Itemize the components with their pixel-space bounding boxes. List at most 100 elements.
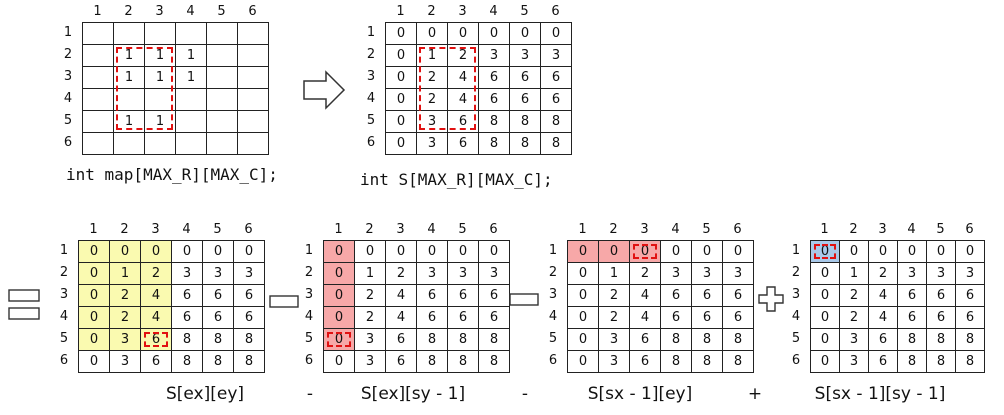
- s-grid-cell: 0: [385, 88, 417, 111]
- s-grid-row-header: 1: [366, 25, 376, 40]
- map-grid-cell: [82, 132, 114, 155]
- grid-s-ex-ey-cell: 8: [171, 328, 203, 351]
- map-grid-cell: [82, 66, 114, 89]
- grid-s-ex-ey-cell: 0: [78, 306, 110, 329]
- s-grid-cell: 0: [385, 22, 417, 45]
- grid-s-ex-sy-minus-1-col-header: 1: [334, 222, 343, 237]
- grid-s-sx-minus-1-sy-minus-1-row-header: 5: [791, 331, 801, 346]
- grid-s-ex-sy-minus-1-cell: 1: [354, 262, 386, 285]
- s-grid-cell: 8: [540, 132, 572, 155]
- minus-icon-1: [269, 295, 299, 308]
- grid-s-ex-sy-minus-1-cell: 0: [447, 240, 479, 263]
- grid-s-ex-ey-cell: 8: [202, 328, 234, 351]
- map-grid-col-header: 4: [186, 4, 195, 19]
- grid-s-sx-minus-1-sy-minus-1-cell: 6: [868, 328, 898, 351]
- s-grid-cell: 3: [540, 44, 572, 67]
- map-grid-cell: [82, 88, 114, 111]
- grid-s-sx-minus-1-ey-cell: 8: [691, 328, 723, 351]
- grid-s-ex-sy-minus-1-cell: 8: [478, 350, 510, 373]
- grid-s-sx-minus-1-sy-minus-1-col-header: 1: [820, 222, 829, 237]
- grid-s-sx-minus-1-ey-col-header: 3: [640, 222, 649, 237]
- grid-s-sx-minus-1-sy-minus-1-cell: 6: [897, 306, 927, 329]
- grid-s-ex-sy-minus-1-cell: 0: [416, 240, 448, 263]
- s-grid-cell: 0: [509, 22, 541, 45]
- grid-s-ex-sy-minus-1-cell: 6: [447, 306, 479, 329]
- grid-s-ex-sy-minus-1-cell: 0: [323, 284, 355, 307]
- grid-s-ex-sy-minus-1-cell: 6: [385, 328, 417, 351]
- grid-s-ex-sy-minus-1-row-header: 1: [304, 243, 314, 258]
- grid-s-ex-sy-minus-1-cell: 4: [385, 284, 417, 307]
- s-grid-cell: 0: [385, 66, 417, 89]
- grid-s-sx-minus-1-sy-minus-1-cell: 0: [839, 240, 869, 263]
- grid-s-ex-sy-minus-1-col-header: 6: [489, 222, 498, 237]
- grid-s-ex-sy-minus-1-cell: 0: [478, 240, 510, 263]
- grid-s-ex-ey-cell: 3: [109, 328, 141, 351]
- grid-s-ex-ey-col-header: 2: [120, 222, 129, 237]
- grid-s-sx-minus-1-ey-cell: 6: [722, 306, 754, 329]
- map-grid-cell: [82, 110, 114, 133]
- grid-s-ex-sy-minus-1-cell: 3: [354, 350, 386, 373]
- grid-s-sx-minus-1-sy-minus-1-col-header: 2: [849, 222, 858, 237]
- grid-s-ex-ey-cell: 0: [78, 350, 110, 373]
- grid-s-ex-ey-cell: 0: [78, 328, 110, 351]
- map-grid-col-header: 5: [217, 4, 226, 19]
- grid-s-sx-minus-1-sy-minus-1-cell: 0: [810, 328, 840, 351]
- grid-s-sx-minus-1-ey-cell: 0: [660, 240, 692, 263]
- grid-s-ex-ey-cell: 0: [78, 262, 110, 285]
- grid-s-ex-ey-cell: 0: [202, 240, 234, 263]
- grid-s-ex-ey-cell: 8: [233, 350, 265, 373]
- grid-s-sx-minus-1-sy-minus-1-col-header: 4: [907, 222, 916, 237]
- grid-s-sx-minus-1-ey-col-header: 6: [733, 222, 742, 237]
- map-grid-cell: 1: [175, 66, 207, 89]
- grid-s-ex-sy-minus-1-cell: 0: [385, 240, 417, 263]
- grid-s-sx-minus-1-ey-cell: 0: [629, 240, 661, 263]
- grid-s-ex-sy-minus-1-cell: 0: [323, 262, 355, 285]
- grid-s-ex-ey-col-header: 3: [151, 222, 160, 237]
- s-grid-cell: 2: [416, 88, 448, 111]
- grid-s-sx-minus-1-ey-row-header: 3: [548, 287, 558, 302]
- s-grid-cell: 8: [509, 110, 541, 133]
- plus-icon: [758, 286, 784, 312]
- grid-s-sx-minus-1-sy-minus-1-row-header: 3: [791, 287, 801, 302]
- map-grid-cell: 1: [144, 66, 176, 89]
- grid-s-sx-minus-1-sy-minus-1-cell: 6: [955, 306, 985, 329]
- s-grid-cell: 8: [509, 132, 541, 155]
- grid-s-sx-minus-1-sy-minus-1-cell: 8: [926, 328, 956, 351]
- grid-s-ex-sy-minus-1-cell: 6: [478, 284, 510, 307]
- s-grid-cell: 8: [478, 110, 510, 133]
- map-grid-cell: [237, 132, 269, 155]
- grid-s-sx-minus-1-ey-cell: 6: [660, 284, 692, 307]
- map-grid-cell: [206, 110, 238, 133]
- grid-s-ex-ey-cell: 2: [109, 306, 141, 329]
- grid-s-sx-minus-1-ey-cell: 8: [722, 328, 754, 351]
- grid-s-sx-minus-1-sy-minus-1-cell: 8: [897, 328, 927, 351]
- map-grid-cell: [175, 22, 207, 45]
- map-grid-cell: 1: [113, 66, 145, 89]
- map-grid-row-header: 3: [63, 69, 73, 84]
- s-grid-cell: 0: [385, 110, 417, 133]
- grid-s-ex-ey-cell: 0: [233, 240, 265, 263]
- grid-s-sx-minus-1-sy-minus-1-cell: 4: [868, 284, 898, 307]
- grid-s-sx-minus-1-ey-cell: 0: [691, 240, 723, 263]
- grid-s-ex-sy-minus-1-col-header: 4: [427, 222, 436, 237]
- grid-s-sx-minus-1-ey-cell: 4: [629, 306, 661, 329]
- map-grid-row-header: 2: [63, 47, 73, 62]
- s-grid-cell: 0: [540, 22, 572, 45]
- map-grid-cell: [144, 132, 176, 155]
- grid-s-ex-ey-cell: 0: [109, 240, 141, 263]
- grid-s-sx-minus-1-ey-cell: 8: [660, 328, 692, 351]
- grid-s-sx-minus-1-sy-minus-1-cell: 2: [839, 306, 869, 329]
- grid-s-sx-minus-1-ey-cell: 2: [598, 306, 630, 329]
- grid-s-ex-ey-cell: 1: [109, 262, 141, 285]
- s-grid-cell: 6: [478, 66, 510, 89]
- grid-s-ex-sy-minus-1-cell: 4: [385, 306, 417, 329]
- s-grid-cell: 6: [478, 88, 510, 111]
- grid-s-sx-minus-1-sy-minus-1-cell: 6: [868, 350, 898, 373]
- grid-s-sx-minus-1-ey-col-header: 1: [578, 222, 587, 237]
- grid-s-ex-sy-minus-1-cell: 8: [416, 328, 448, 351]
- grid-s-ex-sy-minus-1-row-header: 5: [304, 331, 314, 346]
- s-grid-cell: 6: [540, 66, 572, 89]
- grid-s-ex-ey-cell: 6: [202, 284, 234, 307]
- grid-s-sx-minus-1-sy-minus-1-cell: 6: [955, 284, 985, 307]
- grid-s-ex-sy-minus-1-row-header: 4: [304, 309, 314, 324]
